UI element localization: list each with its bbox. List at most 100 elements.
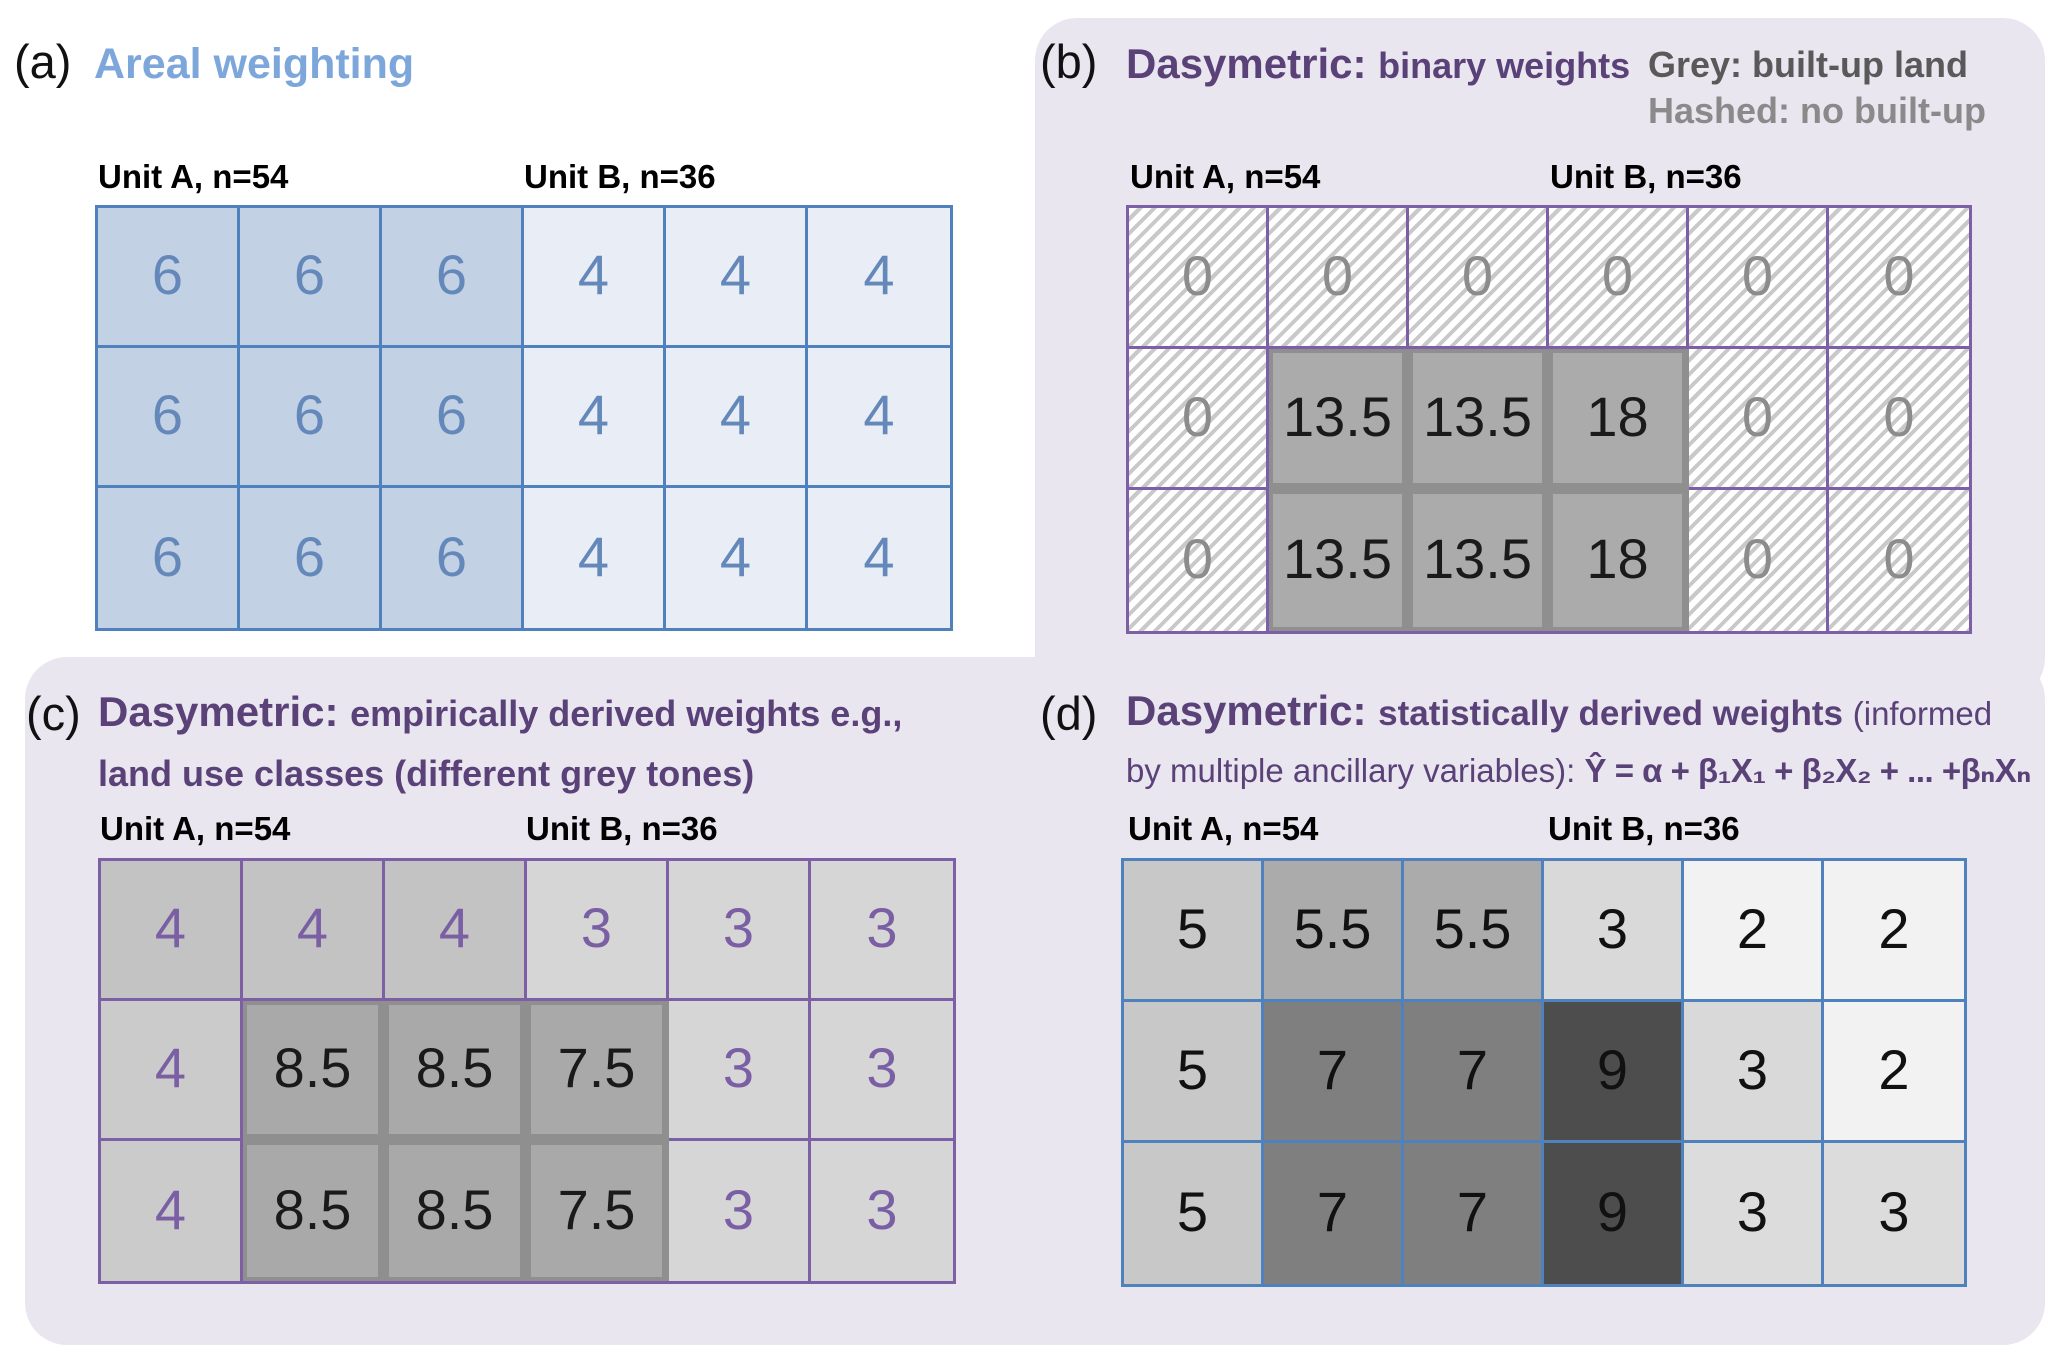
grid-cell-a-r3c3: 6: [382, 488, 524, 628]
legend-hashed-no-builtup: Hashed: no built-up: [1648, 90, 1986, 131]
panel-d-title-bold: statistically derived weights: [1378, 694, 1853, 733]
panel-b-unit-a-label: Unit A, n=54: [1130, 158, 1321, 195]
grid-cell-b-r2c4: 18: [1549, 349, 1689, 490]
grid-cell-d-r3c5: 3: [1684, 1143, 1824, 1284]
grid-cell-b-r1c6: 0: [1829, 208, 1969, 349]
panel-d-title-strong: Dasymetric:: [1126, 687, 1379, 734]
grid-cell-a-r3c6: 4: [808, 488, 950, 628]
grid-cell-b-r3c2: 13.5: [1269, 490, 1409, 631]
panel-b-title: Dasymetric: binary weights: [1126, 40, 1630, 88]
panel-d-unit-b-label: Unit B, n=36: [1548, 810, 1740, 847]
grid-cell-c-r1c6: 3: [811, 861, 953, 1001]
grid-cell-b-r2c3: 13.5: [1409, 349, 1549, 490]
panel-b-title-rest: binary weights: [1378, 45, 1631, 86]
panel-d-formula: Ŷ = α + β₁X₁ + β₂X₂ + ... +βₙXₙ: [1584, 752, 2032, 789]
grid-cell-b-r3c6: 0: [1829, 490, 1969, 631]
grid-cell-a-r1c1: 6: [98, 208, 240, 348]
legend-grey-builtup: Grey: built-up land: [1648, 44, 1968, 85]
grid-cell-d-r2c3: 7: [1404, 1002, 1544, 1143]
grid-cell-a-r3c4: 4: [524, 488, 666, 628]
grid-cell-a-r1c2: 6: [240, 208, 382, 348]
grid-cell-a-r1c6: 4: [808, 208, 950, 348]
grid-cell-d-r1c3: 5.5: [1404, 861, 1544, 1002]
panel-c-title-line2: land use classes (different grey tones): [98, 753, 755, 794]
grid-cell-a-r1c5: 4: [666, 208, 808, 348]
grid-cell-d-r2c4: 9: [1544, 1002, 1684, 1143]
panel-c-title-line1-text: empirically derived weights e.g.,: [350, 693, 903, 734]
grid-cell-c-r3c6: 3: [811, 1141, 953, 1281]
grid-cell-b-r1c3: 0: [1409, 208, 1549, 349]
grid-cell-d-r2c6: 2: [1824, 1002, 1964, 1143]
panel-a-unit-a-label: Unit A, n=54: [98, 158, 289, 195]
panel-d-title-informed: (informed: [1852, 695, 1993, 732]
panel-a-title: Areal weighting: [94, 40, 415, 88]
grid-cell-d-r1c6: 2: [1824, 861, 1964, 1002]
grid-cell-c-r2c4: 7.5: [527, 1001, 669, 1141]
grid-cell-b-r3c5: 0: [1689, 490, 1829, 631]
panel-c-title-line1: Dasymetric: empirically derived weights …: [98, 686, 902, 748]
grid-cell-d-r1c2: 5.5: [1264, 861, 1404, 1002]
grid-cell-c-r3c1: 4: [101, 1141, 243, 1281]
grid-cell-a-r2c5: 4: [666, 348, 808, 488]
grid-cell-d-r3c1: 5: [1124, 1143, 1264, 1284]
grid-cell-a-r3c1: 6: [98, 488, 240, 628]
panel-b-legend: Grey: built-up land Hashed: no built-up: [1648, 42, 1986, 134]
panel-c-title: Dasymetric: empirically derived weights …: [98, 686, 902, 800]
panel-c-title-strong: Dasymetric:: [98, 688, 351, 735]
grid-cell-b-r1c5: 0: [1689, 208, 1829, 349]
grid-cell-c-r2c2: 8.5: [243, 1001, 385, 1141]
grid-cell-b-r2c1: 0: [1129, 349, 1269, 490]
grid-cell-a-r2c4: 4: [524, 348, 666, 488]
panel-d-unit-a-label: Unit A, n=54: [1128, 810, 1319, 847]
grid-cell-c-r1c2: 4: [243, 861, 385, 1001]
grid-cell-c-r3c5: 3: [669, 1141, 811, 1281]
grid-cell-d-r2c5: 3: [1684, 1002, 1824, 1143]
panel-d-title-line2: by multiple ancillary variables): Ŷ = α …: [1126, 746, 2031, 803]
panel-b-title-strong: Dasymetric:: [1126, 40, 1379, 87]
grid-cell-a-r1c3: 6: [382, 208, 524, 348]
panel-c-label: (c): [26, 687, 81, 740]
panel-c-unit-b-label: Unit B, n=36: [526, 810, 718, 847]
grid-cell-c-r3c4: 7.5: [527, 1141, 669, 1281]
panel-d-title: Dasymetric: statistically derived weight…: [1126, 686, 2031, 803]
grid-cell-d-r1c4: 3: [1544, 861, 1684, 1002]
grid-cell-d-r3c2: 7: [1264, 1143, 1404, 1284]
grid-cell-b-r3c1: 0: [1129, 490, 1269, 631]
grid-cell-d-r3c6: 3: [1824, 1143, 1964, 1284]
grid-cell-b-r2c6: 0: [1829, 349, 1969, 490]
grid-cell-d-r1c5: 2: [1684, 861, 1824, 1002]
grid-cell-b-r2c5: 0: [1689, 349, 1829, 490]
panel-d-title-variables: by multiple ancillary variables):: [1126, 752, 1585, 789]
grid-cell-c-r3c3: 8.5: [385, 1141, 527, 1281]
grid-cell-b-r1c1: 0: [1129, 208, 1269, 349]
grid-cell-b-r1c4: 0: [1549, 208, 1689, 349]
grid-cell-a-r1c4: 4: [524, 208, 666, 348]
grid-cell-c-r2c6: 3: [811, 1001, 953, 1141]
grid-cell-d-r3c3: 7: [1404, 1143, 1544, 1284]
panel-c-unit-a-label: Unit A, n=54: [100, 810, 291, 847]
panel-b-label: (b): [1040, 35, 1098, 88]
grid-cell-a-r3c2: 6: [240, 488, 382, 628]
grid-cell-d-r1c1: 5: [1124, 861, 1264, 1002]
grid-cell-d-r2c2: 7: [1264, 1002, 1404, 1143]
grid-cell-c-r1c5: 3: [669, 861, 811, 1001]
grid-cell-c-r1c3: 4: [385, 861, 527, 1001]
grid-cell-c-r2c1: 4: [101, 1001, 243, 1141]
grid-cell-b-r2c2: 13.5: [1269, 349, 1409, 490]
grid-cell-a-r2c6: 4: [808, 348, 950, 488]
grid-cell-a-r2c3: 6: [382, 348, 524, 488]
panel-d-title-line1: Dasymetric: statistically derived weight…: [1126, 686, 2031, 746]
grid-cell-a-r3c5: 4: [666, 488, 808, 628]
grid-cell-b-r3c4: 18: [1549, 490, 1689, 631]
panel-a-unit-b-label: Unit B, n=36: [524, 158, 716, 195]
grid-cell-b-r3c3: 13.5: [1409, 490, 1549, 631]
grid-cell-c-r3c2: 8.5: [243, 1141, 385, 1281]
panel-d-label: (d): [1040, 687, 1098, 740]
grid-cell-b-r1c2: 0: [1269, 208, 1409, 349]
grid-cell-a-r2c1: 6: [98, 348, 240, 488]
